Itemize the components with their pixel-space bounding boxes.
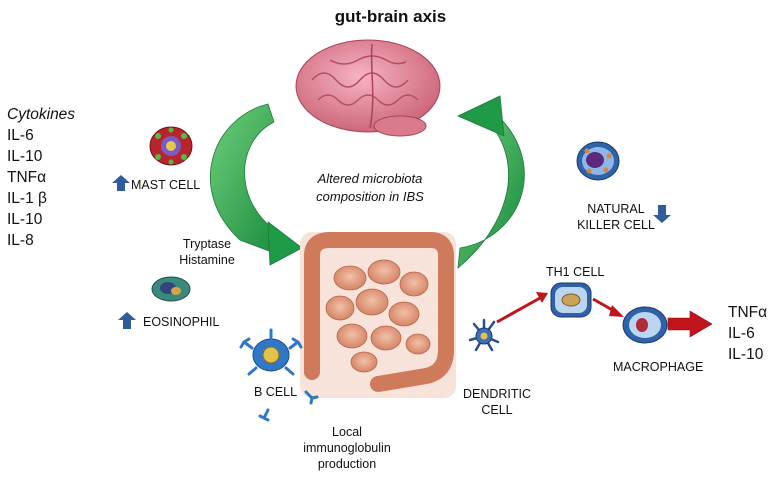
cytokine-item: IL-10 <box>7 148 43 165</box>
arrow-dendritic-to-th1 <box>496 296 541 324</box>
cycle-arrow-right <box>457 95 525 269</box>
cytokine-right-item: IL-10 <box>728 346 764 363</box>
cytokine-item: IL-8 <box>7 232 34 249</box>
arrow-macrophage-to-cytokines <box>667 310 713 338</box>
dendritic-line-1: DENDRITIC <box>462 387 532 401</box>
center-caption-line-2: composition in IBS <box>316 189 424 204</box>
dendritic-cell-label: DENDRITIC CELL <box>462 386 532 418</box>
nk-cell-line-2: KILLER CELL <box>577 218 655 232</box>
cytokine-item: IL-1 β <box>7 190 47 207</box>
mast-cell-image <box>149 126 193 166</box>
cytokine-right-item: TNFα <box>728 304 768 321</box>
intestine-image <box>300 232 456 398</box>
cytokine-item: TNFα <box>7 169 47 186</box>
nk-cell-line-1: NATURAL <box>587 202 645 216</box>
local-ig-line-3: production <box>317 457 377 471</box>
macrophage-label: MACROPHAGE <box>613 360 704 374</box>
cytokines-right-list: TNFα IL-6 IL-10 <box>728 302 767 365</box>
diagram-title: gut-brain axis <box>334 7 447 26</box>
nk-cell-image <box>576 141 620 181</box>
mediators-label: Tryptase Histamine <box>172 236 242 268</box>
center-caption-line-1: Altered microbiota <box>317 171 423 186</box>
dendritic-cell-image <box>468 318 500 352</box>
local-ig-label: Local immunoglobulin production <box>293 424 401 472</box>
mediator-histamine: Histamine <box>179 253 235 267</box>
mediator-tryptase: Tryptase <box>182 237 232 251</box>
brain-image <box>295 39 441 137</box>
dendritic-line-2: CELL <box>481 403 513 417</box>
center-caption: Altered microbiota composition in IBS <box>295 170 445 206</box>
cytokine-right-item: IL-6 <box>728 325 755 342</box>
b-cell-label: B CELL <box>254 385 298 399</box>
macrophage-image <box>622 306 668 344</box>
nk-cell-label: NATURAL KILLER CELL <box>573 201 659 233</box>
eosinophil-image <box>151 276 191 302</box>
local-ig-line-2: immunoglobulin <box>303 441 391 455</box>
eosinophil-label: EOSINOPHIL <box>143 315 220 329</box>
cytokines-heading: Cytokines <box>7 106 76 123</box>
local-ig-line-1: Local <box>332 425 362 439</box>
cytokines-left-list: Cytokines IL-6 IL-10 TNFα IL-1 β IL-10 I… <box>7 104 75 251</box>
b-cell-image <box>239 328 319 422</box>
cytokine-item: IL-10 <box>7 211 43 228</box>
mast-cell-label: MAST CELL <box>131 178 201 192</box>
pathway-arrows <box>496 292 713 338</box>
cycle-arrow-left <box>210 103 303 266</box>
trend-arrow-mast-cell <box>112 175 130 191</box>
trend-arrow-eosinophil <box>118 312 136 329</box>
trend-arrow-nk-cell <box>653 205 671 223</box>
cytokine-item: IL-6 <box>7 127 34 144</box>
th1-cell-label: TH1 CELL <box>546 265 605 279</box>
th1-cell-image <box>550 282 592 318</box>
